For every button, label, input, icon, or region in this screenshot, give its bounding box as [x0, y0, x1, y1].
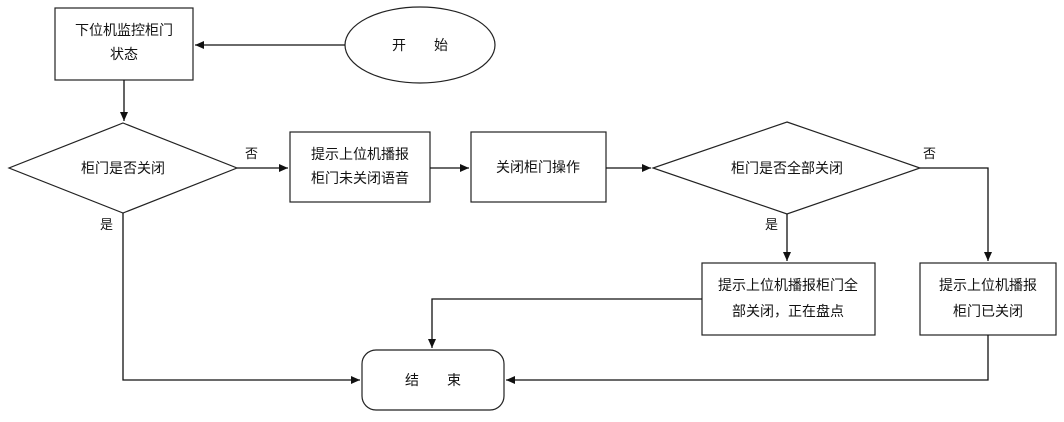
edge-label-yes-1: 是	[100, 218, 113, 233]
door-closed-label: 柜门是否关闭	[81, 161, 165, 177]
prompt-closed-line1: 提示上位机播报	[939, 278, 1037, 294]
all-closed-decision: 柜门是否全部关闭	[651, 121, 922, 215]
edge-prompt-closed-to-end	[506, 335, 989, 384]
prompt-all-closed-line2: 部关闭，正在盘点	[732, 303, 844, 320]
monitor-box: 下位机监控柜门 状态	[54, 7, 194, 81]
edge-label-no-1: 否	[245, 147, 258, 162]
prompt-closed-line2: 柜门已关闭	[953, 304, 1023, 320]
prompt-not-closed-box: 提示上位机播报 柜门未关闭语音	[289, 131, 431, 203]
prompt-closed-box: 提示上位机播报 柜门已关闭	[919, 262, 1057, 336]
edge-yes-to-end	[122, 213, 360, 384]
prompt-not-closed-line2: 柜门未关闭语音	[311, 170, 409, 187]
edge-label-no-2: 否	[923, 147, 936, 162]
prompt-all-closed-box: 提示上位机播报柜门全 部关闭，正在盘点	[701, 262, 876, 336]
edge-prompt-all-to-end	[428, 298, 702, 348]
monitor-label-line1: 下位机监控柜门	[75, 23, 173, 39]
all-closed-label: 柜门是否全部关闭	[731, 160, 843, 177]
edge-no-to-prompt-closed	[920, 167, 992, 261]
start-label: 开 始	[392, 38, 448, 54]
end-node: 结 束	[361, 349, 505, 411]
close-door-box: 关闭柜门操作	[470, 131, 607, 203]
door-closed-decision: 柜门是否关闭	[7, 122, 239, 214]
close-door-label: 关闭柜门操作	[496, 160, 580, 176]
edge-label-yes-2: 是	[765, 218, 778, 233]
prompt-not-closed-line1: 提示上位机播报	[311, 147, 409, 163]
prompt-all-closed-line1: 提示上位机播报柜门全	[718, 277, 858, 294]
start-node: 开 始	[344, 6, 496, 84]
monitor-label-line2: 状态	[110, 47, 138, 63]
end-label: 结 束	[405, 373, 461, 389]
